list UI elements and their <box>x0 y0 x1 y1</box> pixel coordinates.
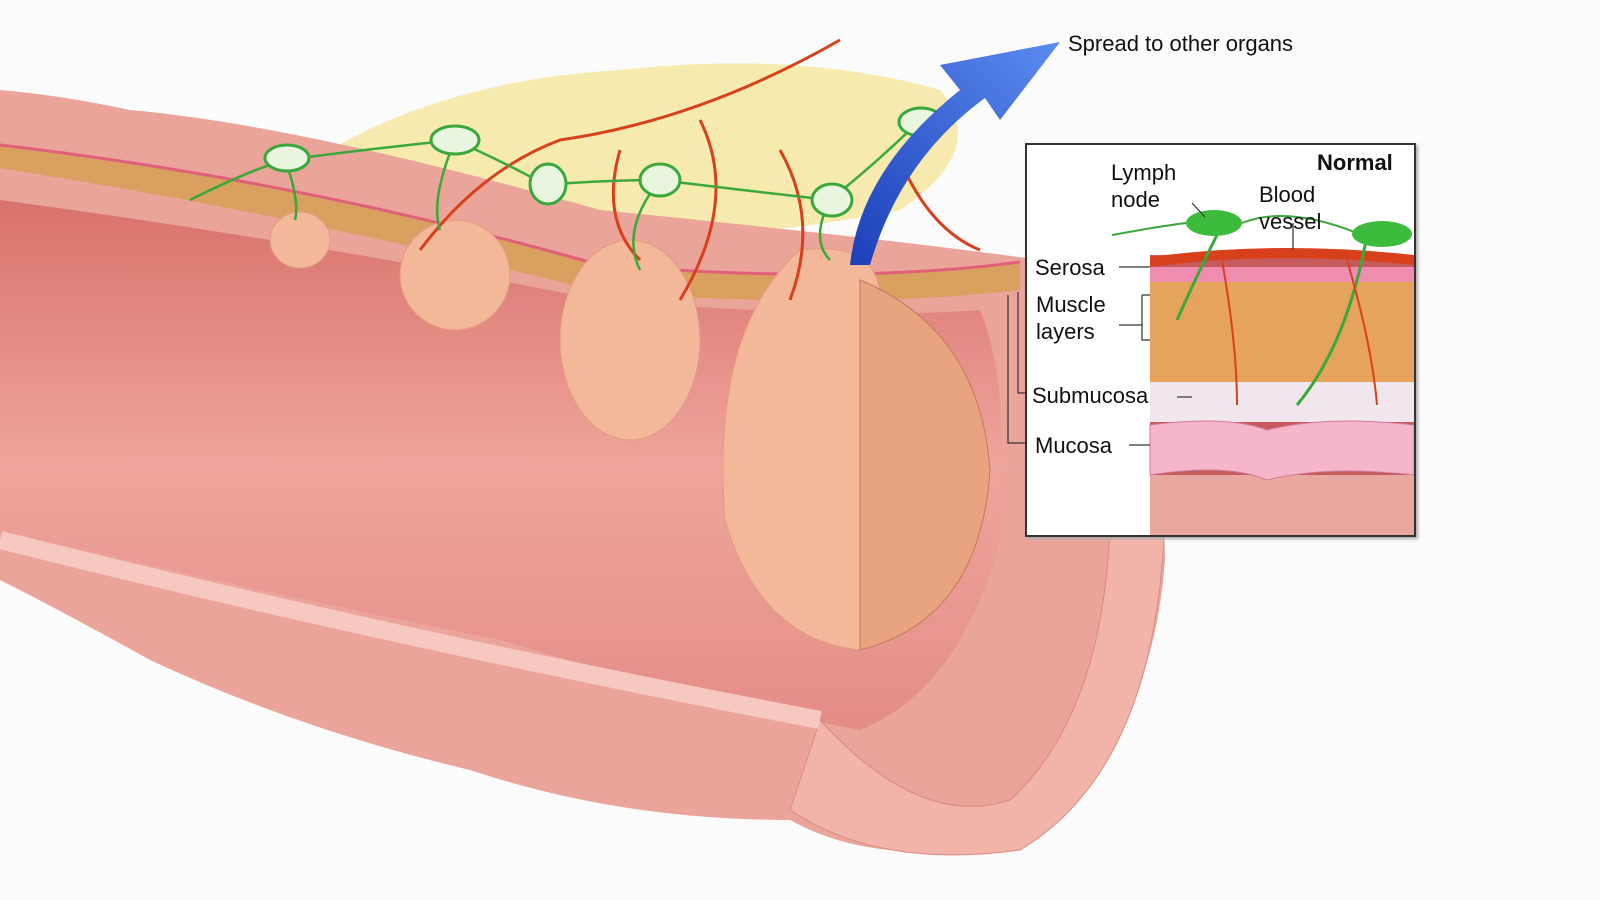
serosa-line <box>0 143 1021 276</box>
normal-tissue-cross-section <box>1111 202 1414 535</box>
blood-vessels <box>418 38 981 301</box>
lymph-node-icon <box>1186 210 1242 236</box>
submucosa-label: Submucosa <box>1032 383 1149 408</box>
spread-label: Spread to other organs <box>1068 31 1294 56</box>
mucosa-label: Mucosa <box>1035 433 1113 458</box>
spread-arrow <box>850 42 1060 265</box>
inset-title: Normal <box>1317 150 1393 175</box>
tumors <box>269 211 991 651</box>
serosa-label: Serosa <box>1035 255 1105 280</box>
lower-wall-edge <box>0 531 822 729</box>
